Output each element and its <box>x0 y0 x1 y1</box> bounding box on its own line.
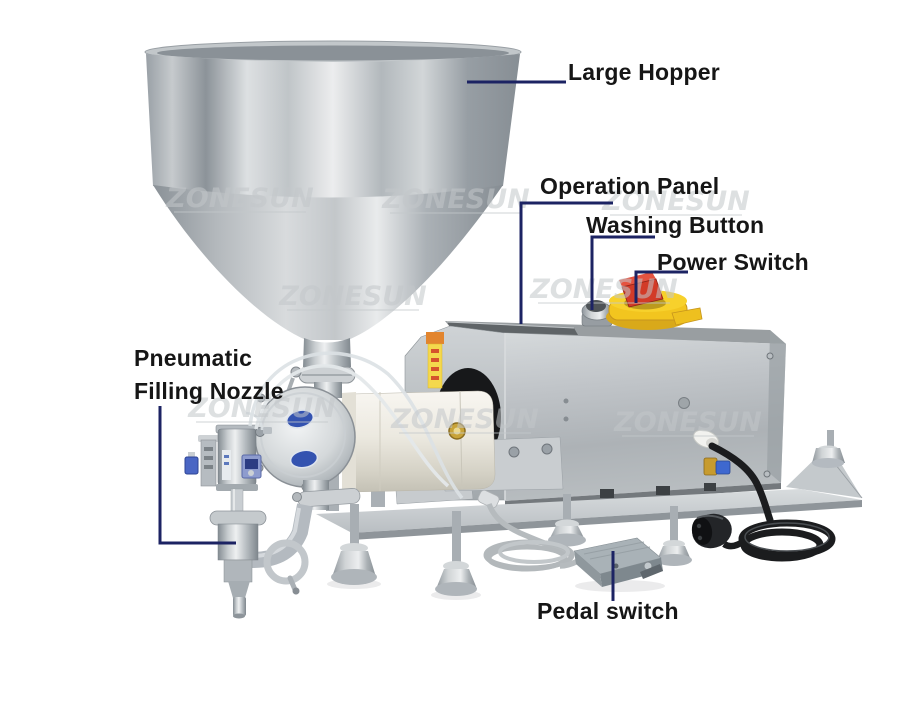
machine-foot <box>327 504 381 589</box>
brand-badge <box>289 449 319 469</box>
svg-text:ZONESUN: ZONESUN <box>381 184 530 215</box>
foot-pedal <box>573 537 665 592</box>
warning-sticker <box>426 332 444 389</box>
watermark: ZONESUN <box>613 407 762 438</box>
callout-line-power-switch <box>634 270 688 303</box>
brand-badge <box>285 409 315 429</box>
svg-text:ZONESUN: ZONESUN <box>165 183 314 214</box>
machine-foot <box>656 506 692 566</box>
callout-line-washing-button <box>590 235 655 310</box>
washing-button <box>581 300 613 327</box>
hopper-cylinder <box>146 54 520 198</box>
pneumatic-fitting <box>715 460 731 475</box>
watermark: ZONESUN <box>390 404 539 435</box>
nozzle-body <box>209 488 267 619</box>
air-valve <box>184 456 199 475</box>
callout-line-pneumatic-nozzle <box>158 406 236 545</box>
nozzle-tip <box>233 597 246 616</box>
svg-text:ZONESUN: ZONESUN <box>278 281 427 312</box>
power-cord <box>708 442 836 562</box>
switch-rocker <box>621 278 664 308</box>
label-pneumatic-filling-nozzle: Pneumatic Filling Nozzle <box>134 345 284 404</box>
svg-text:ZONESUN: ZONESUN <box>613 407 762 438</box>
pedal-cable <box>477 489 580 572</box>
svg-text:ZONESUN: ZONESUN <box>529 274 678 305</box>
watermark: ZONESUN <box>601 186 750 217</box>
hopper-cone <box>153 185 503 340</box>
svg-text:ZONESUN: ZONESUN <box>187 393 336 424</box>
air-inlet-fitting <box>703 457 718 476</box>
svg-text:ZONESUN: ZONESUN <box>601 186 750 217</box>
power-plug <box>691 513 732 549</box>
label-power-switch: Power Switch <box>657 249 809 275</box>
air-tubes <box>245 351 464 500</box>
machine-foot <box>812 430 845 468</box>
pneumatic-cylinder <box>215 424 272 491</box>
watermark: ZONESUN <box>278 281 427 312</box>
callout-line-operation-panel <box>519 201 613 324</box>
pipe-clamp <box>263 539 309 585</box>
hopper-opening <box>157 45 509 61</box>
watermark: ZONESUN <box>529 274 678 305</box>
machine-foot <box>431 511 481 600</box>
watermark: ZONESUN <box>187 393 336 424</box>
label-large-hopper: Large Hopper <box>568 59 720 85</box>
label-pedal-switch: Pedal switch <box>537 598 679 624</box>
large-hopper <box>144 40 522 398</box>
mounting-bracket <box>184 435 219 487</box>
watermark: ZONESUN <box>165 183 314 214</box>
label-washing-button: Washing Button <box>586 212 765 238</box>
callout-lines <box>158 80 688 601</box>
svg-text:ZONESUN: ZONESUN <box>390 404 539 435</box>
filling-nozzle-assembly <box>184 424 272 619</box>
watermark: ZONESUN <box>381 184 530 215</box>
label-operation-panel: Operation Panel <box>540 173 720 199</box>
watermarks: ZONESUN ZONESUN ZONESUN ZONESUN ZONESUN … <box>165 183 762 438</box>
